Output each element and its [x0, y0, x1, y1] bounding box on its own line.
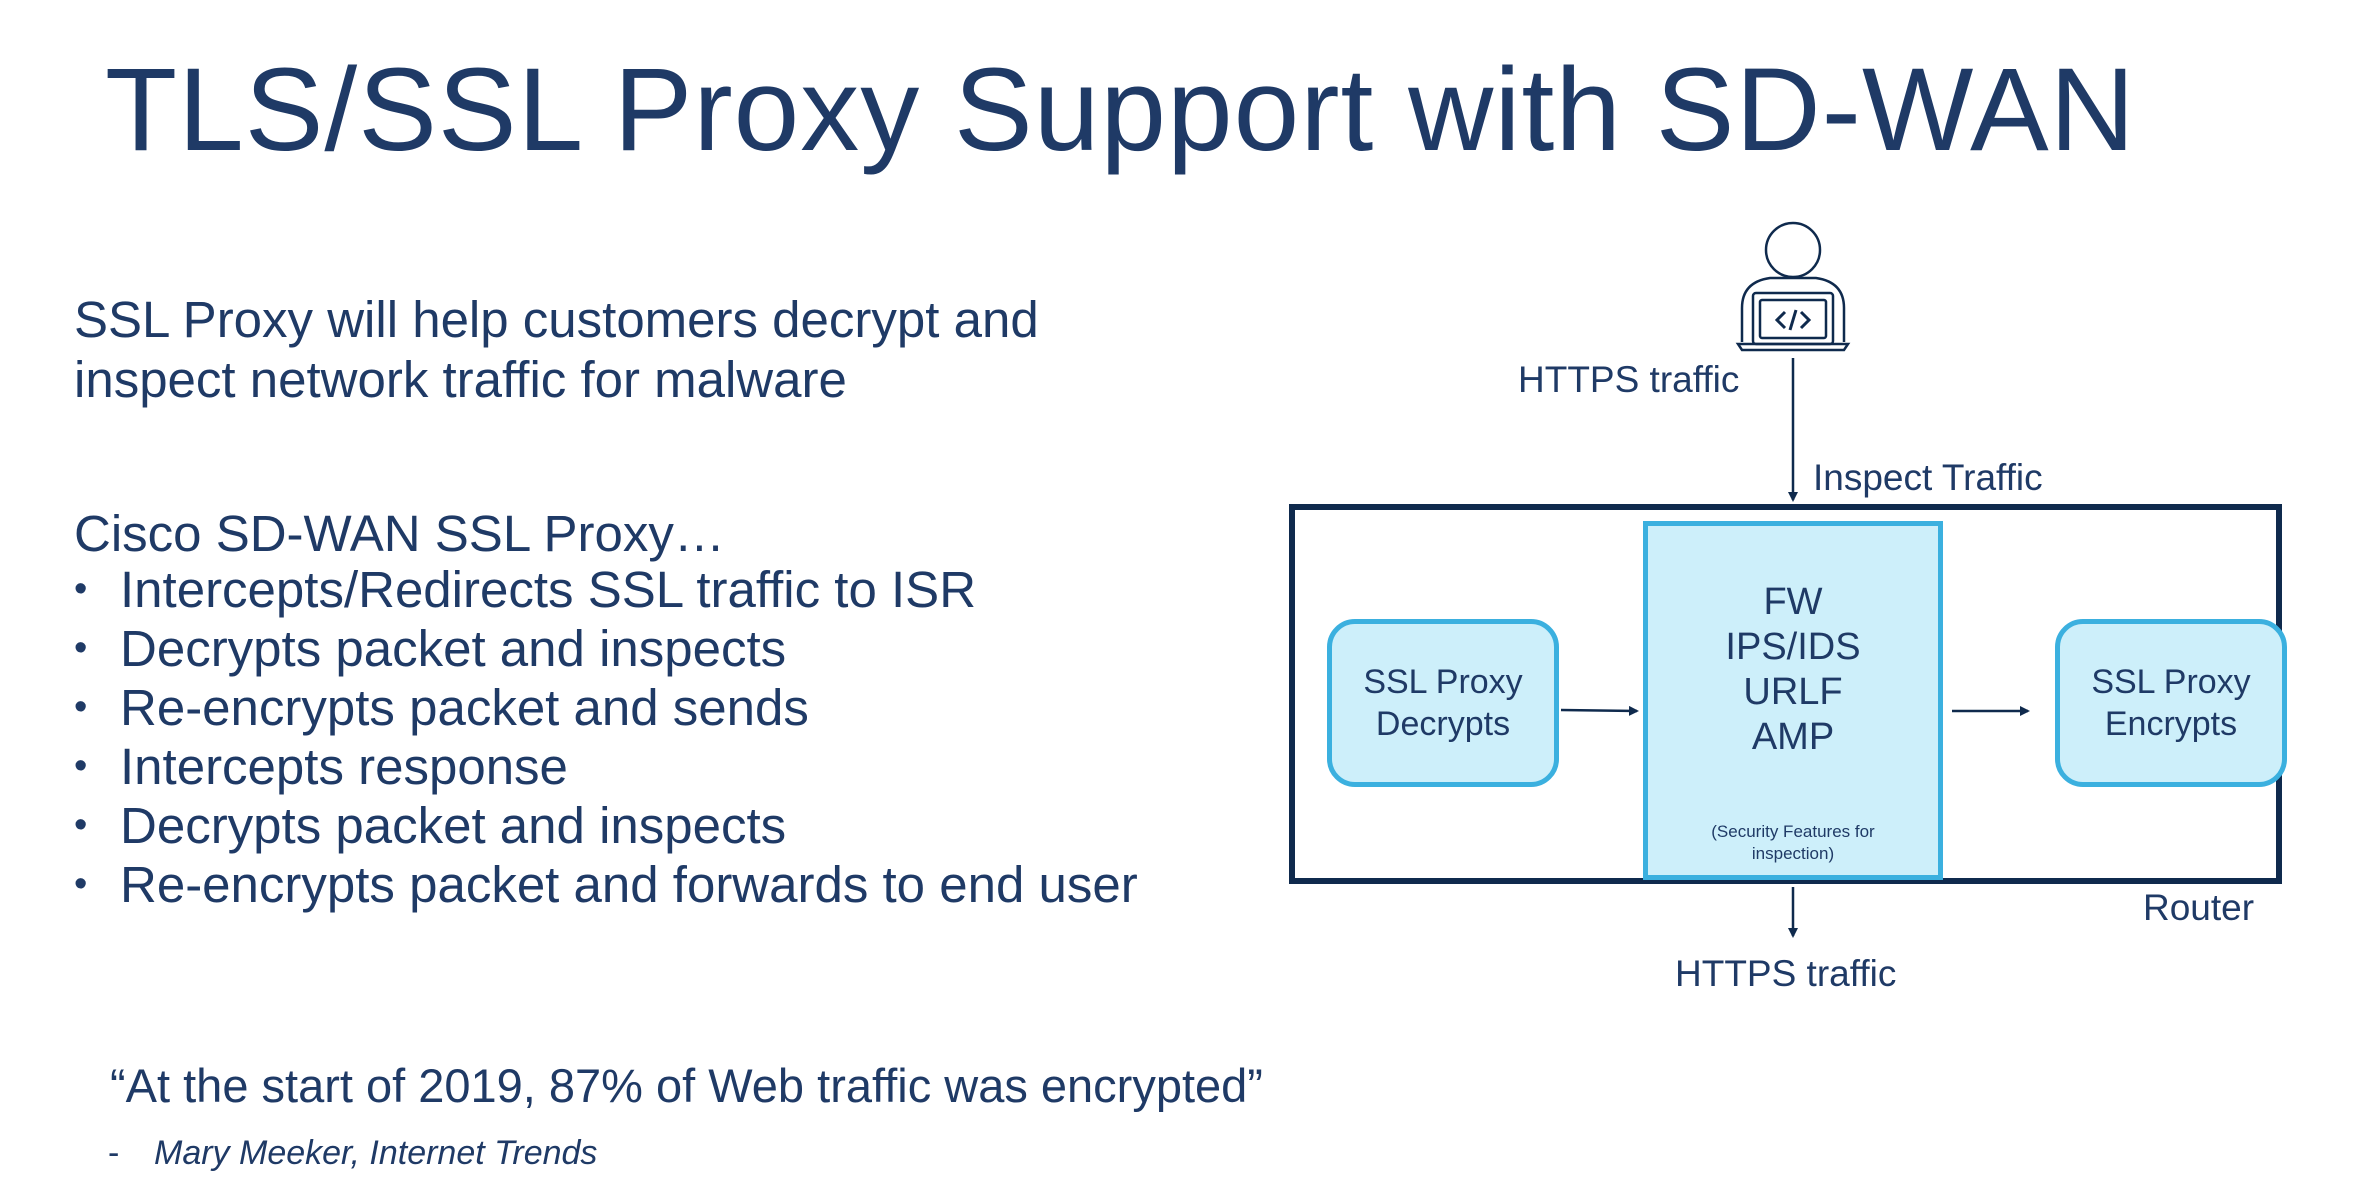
router-label: Router	[2143, 887, 2255, 928]
attribution-dash: -	[108, 1134, 120, 1172]
https-traffic-out-label: HTTPS traffic	[1675, 953, 1897, 994]
list-item: Intercepts/Redirects SSL traffic to ISR	[74, 560, 1138, 619]
decrypt-box-line: SSL Proxy	[1363, 663, 1523, 701]
feature-item: URLF	[1743, 671, 1843, 713]
ssl-proxy-encrypt-box: SSL Proxy Encrypts	[2055, 619, 2287, 787]
ssl-proxy-decrypt-box: SSL Proxy Decrypts	[1327, 619, 1559, 787]
diagram-lines	[1560, 221, 2030, 938]
slide-title: TLS/SSL Proxy Support with SD-WAN	[105, 44, 2136, 176]
inspect-traffic-label: Inspect Traffic	[1813, 457, 2043, 498]
security-features-list: FW IPS/IDS URLF AMP	[1648, 580, 1938, 760]
attribution-source: Mary Meeker, Internet Trends	[154, 1134, 598, 1172]
security-features-note: (Security Features for inspection)	[1648, 821, 1938, 865]
list-item: Re-encrypts packet and forwards to end u…	[74, 855, 1138, 914]
https-traffic-in-label: HTTPS traffic	[1518, 359, 1740, 400]
ssl-proxy-diagram: HTTPS traffic Inspect Traffic SSL Proxy …	[1240, 210, 2372, 1110]
intro-line: SSL Proxy will help customers decrypt an…	[74, 291, 1039, 348]
security-features-box: FW IPS/IDS URLF AMP (Security Features f…	[1643, 521, 1943, 880]
feature-item: FW	[1763, 581, 1823, 623]
note-line: inspection)	[1751, 844, 1835, 863]
decrypt-box-line: Decrypts	[1375, 705, 1511, 743]
feature-item: AMP	[1751, 716, 1835, 758]
decrypt-to-security-arrow	[1560, 705, 1639, 716]
list-item: Intercepts response	[74, 737, 1138, 796]
encrypt-box-line: SSL Proxy	[2091, 663, 2251, 701]
quote-attribution: -Mary Meeker, Internet Trends	[108, 1131, 597, 1175]
intro-text: SSL Proxy will help customers decrypt an…	[74, 290, 1274, 410]
quote: “At the start of 2019, 87% of Web traffi…	[110, 1059, 1263, 1112]
proxy-steps-list: Intercepts/Redirects SSL traffic to ISR …	[74, 560, 1138, 914]
note-line: (Security Features for	[1711, 822, 1875, 841]
proxy-list-heading: Cisco SD-WAN SSL Proxy…	[74, 505, 725, 562]
intro-line: inspect network traffic for malware	[74, 351, 847, 408]
feature-item: IPS/IDS	[1725, 626, 1861, 668]
developer-laptop-icon	[1735, 221, 1851, 352]
encrypt-box-line: Encrypts	[2104, 705, 2238, 743]
list-item: Decrypts packet and inspects	[74, 796, 1138, 855]
list-item: Decrypts packet and inspects	[74, 619, 1138, 678]
list-item: Re-encrypts packet and sends	[74, 678, 1138, 737]
